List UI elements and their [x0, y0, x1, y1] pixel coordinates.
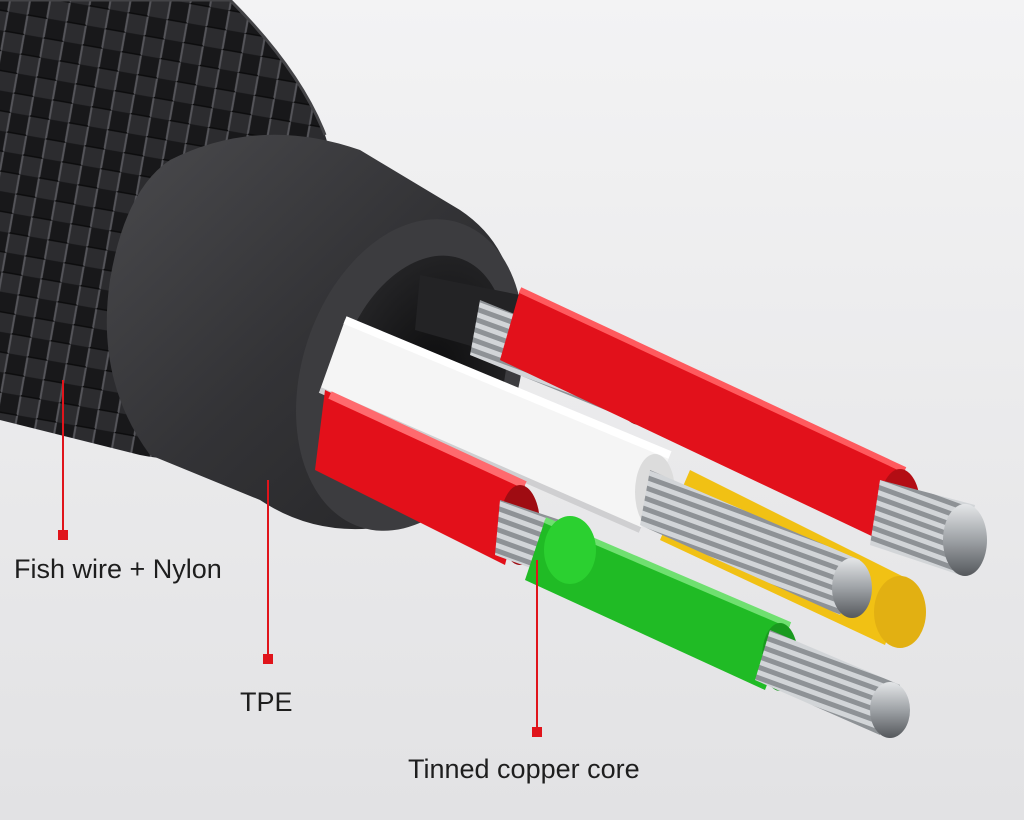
- label-tpe: TPE: [240, 687, 293, 717]
- pointer-tpe: [263, 480, 273, 664]
- pointer-tinned-copper: [532, 560, 542, 737]
- red-wire-upper: [500, 287, 987, 576]
- label-fish-wire-nylon: Fish wire + Nylon: [14, 554, 222, 584]
- label-tinned-copper-core: Tinned copper core: [408, 754, 640, 784]
- green-wire: [525, 516, 910, 738]
- pointer-fish-wire: [58, 380, 68, 540]
